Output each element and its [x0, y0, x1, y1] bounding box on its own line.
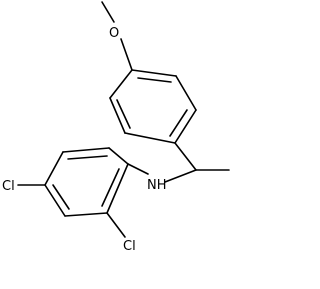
bond-ring-b-5	[64, 212, 108, 217]
bond-ring-b-1	[108, 147, 129, 165]
bond-ring-a-1	[109, 69, 133, 99]
bond-o-ring	[120, 38, 133, 71]
bond-ring-a-6	[131, 69, 177, 77]
bond-ring-b-4	[44, 184, 66, 217]
atom-chloro-bottom: Cl	[123, 239, 136, 254]
bond-ring-a-3	[124, 132, 176, 144]
atom-amine-nh: NH	[147, 178, 167, 193]
bond-ring-cl-bottom	[106, 212, 126, 238]
bond-ring-b-double-2	[52, 184, 70, 210]
atom-chloro-left: Cl	[2, 179, 15, 194]
bond-ring-a-5	[175, 75, 197, 111]
bond-ring-a-double-3	[169, 109, 188, 137]
bond-methyl-o	[101, 1, 115, 23]
molecule-structure: O NH Cl Cl	[2, 1, 230, 254]
atom-methoxy-o: O	[109, 26, 119, 41]
bond-nh-ring	[127, 163, 149, 175]
structure-canvas: O NH Cl Cl	[2, 1, 230, 254]
bond-ring-b-2	[62, 147, 110, 153]
bond-ring-b-6	[106, 163, 129, 214]
bond-ring-a-4	[174, 109, 197, 144]
bond-ring-b-double-3	[101, 168, 120, 207]
bond-ring-b-double-1	[67, 155, 108, 160]
bond-ring-a-double-1	[137, 77, 172, 83]
bond-ch-nh	[164, 169, 197, 183]
bond-ring-ch	[174, 142, 197, 171]
bond-ring-a-2	[109, 97, 126, 134]
bond-ring-a-double-2	[116, 99, 131, 129]
bond-ring-b-3	[44, 151, 64, 186]
